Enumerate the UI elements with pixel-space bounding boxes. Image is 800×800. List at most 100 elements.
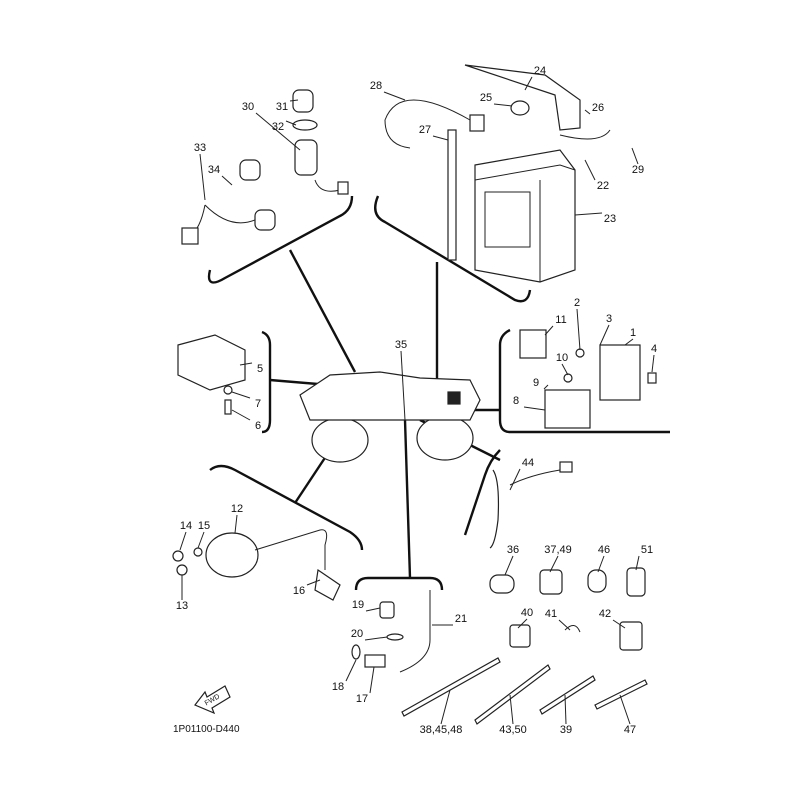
callout-44: 44 (522, 457, 534, 469)
callout-32: 32 (272, 121, 284, 133)
callout-13: 13 (176, 600, 188, 612)
part-code: 1P01100-D440 (173, 724, 240, 735)
callout-8: 8 (513, 395, 519, 407)
leader-line (289, 99, 299, 102)
leader-line (199, 153, 206, 201)
callout-11: 11 (555, 314, 566, 326)
callout-5: 5 (257, 363, 263, 375)
leader-line (493, 103, 513, 107)
callout-18: 18 (332, 681, 344, 693)
leader-line (597, 555, 605, 573)
callout-10: 10 (556, 352, 568, 364)
callout-43-50: 43,50 (499, 724, 527, 736)
leader-line (509, 694, 514, 725)
callout-24: 24 (534, 65, 546, 77)
leader-line (624, 338, 634, 346)
leader-line (345, 659, 357, 682)
callout-39: 39 (560, 724, 572, 736)
leader-line (400, 350, 406, 421)
callout-14: 14 (180, 520, 192, 532)
callout-47: 47 (624, 724, 636, 736)
callout-3: 3 (606, 313, 612, 325)
leader-line (234, 514, 238, 534)
leader-line (574, 212, 603, 216)
callout-30: 30 (242, 101, 254, 113)
leader-lines (179, 76, 655, 725)
callout-19: 19 (352, 599, 364, 611)
leader-line (369, 666, 375, 694)
leader-line (383, 91, 406, 101)
callout-37-49: 37,49 (544, 544, 572, 556)
callout-40: 40 (521, 607, 533, 619)
leader-line (599, 324, 610, 346)
leader-line (221, 175, 233, 186)
callout-12: 12 (231, 503, 243, 515)
callout-35: 35 (395, 339, 407, 351)
leader-line (619, 694, 631, 725)
leader-line (543, 384, 549, 390)
callout-23: 23 (604, 213, 616, 225)
leader-line (635, 555, 640, 571)
leader-line (576, 308, 581, 351)
leader-line (561, 363, 569, 376)
leader-line (285, 120, 297, 126)
leader-line (432, 135, 449, 141)
leader-line (364, 636, 388, 641)
callout-6: 6 (255, 420, 261, 432)
callout-36: 36 (507, 544, 519, 556)
atv-illustration (299, 371, 481, 463)
cable-ties (401, 657, 648, 725)
callout-1: 1 (630, 327, 636, 339)
callout-46: 46 (598, 544, 610, 556)
leader-line (504, 555, 514, 576)
callout-15: 15 (198, 520, 210, 532)
callout-33: 33 (194, 142, 206, 154)
leader-line (524, 76, 533, 91)
main-switch (181, 89, 349, 245)
leader-line (197, 531, 205, 549)
leader-line (239, 362, 253, 366)
callout-16: 16 (293, 585, 305, 597)
callout-41: 41 (545, 608, 557, 620)
callout-29: 29 (632, 164, 644, 176)
leader-line (651, 354, 655, 373)
leader-line (544, 325, 554, 336)
leader-line (231, 391, 251, 399)
callout-2: 2 (574, 297, 580, 309)
leader-line (564, 694, 567, 725)
leader-line (365, 607, 381, 612)
leader-line (631, 147, 639, 165)
leader-line (440, 689, 451, 725)
ignition-coil (172, 529, 341, 601)
callout-4: 4 (651, 343, 657, 355)
battery (384, 64, 611, 283)
leader-line (231, 409, 251, 421)
callout-25: 25 (480, 92, 492, 104)
relay-group (519, 329, 657, 429)
leader-line (523, 406, 546, 411)
callout-28: 28 (370, 80, 382, 92)
leader-line (509, 468, 521, 491)
callout-9: 9 (533, 377, 539, 389)
callout-51: 51 (641, 544, 653, 556)
leader-line (306, 579, 321, 586)
leader-line (558, 619, 571, 631)
leader-line (549, 555, 559, 573)
callout-26: 26 (592, 102, 604, 114)
callout-34: 34 (208, 164, 220, 176)
callout-38-45-48: 38,45,48 (420, 724, 463, 736)
callout-22: 22 (597, 180, 609, 192)
callout-17: 17 (356, 693, 368, 705)
leader-line (255, 112, 301, 151)
callout-42: 42 (599, 608, 611, 620)
callout-20: 20 (351, 628, 363, 640)
callout-7: 7 (255, 398, 261, 410)
rectifier-regulator (177, 334, 246, 415)
callout-21: 21 (455, 613, 467, 625)
leader-line (584, 109, 591, 115)
callout-27: 27 (419, 124, 431, 136)
clamps (489, 567, 646, 651)
leader-line (517, 618, 528, 629)
